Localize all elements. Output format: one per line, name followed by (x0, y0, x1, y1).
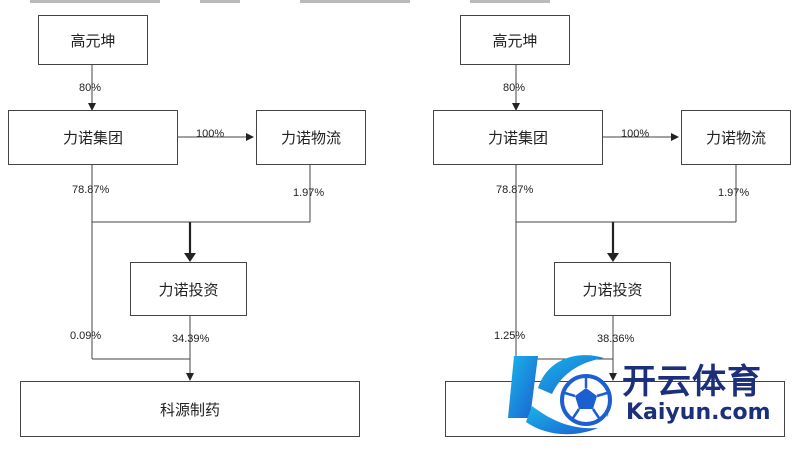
left-box-lino-logistics: 力诺物流 (256, 110, 366, 165)
left-box-gao-yuankun-label: 高元坤 (70, 31, 116, 50)
right-box-lino-investment-label: 力诺投资 (582, 280, 643, 299)
right-box-lino-group-label: 力诺集团 (487, 129, 548, 147)
right-box-lino-logistics-label: 力诺物流 (705, 129, 766, 147)
watermark-kaiyun: 开云体育 Kaiyun.com (508, 348, 794, 444)
right-box-gao-yuankun-label: 高元坤 (492, 31, 538, 50)
left-box-keyuan-pharma: 科源制药 (20, 381, 360, 437)
right-box-lino-group: 力诺集团 (433, 110, 603, 165)
watermark-subtitle: Kaiyun.com (626, 400, 771, 425)
right-box-gao-yuankun: 高元坤 (460, 15, 570, 65)
left-box-lino-logistics-label: 力诺物流 (280, 129, 341, 147)
left-box-lino-investment: 力诺投资 (130, 262, 247, 316)
watermark-title: 开云体育 (622, 362, 762, 402)
left-pct-logistics-down: 1.97% (293, 187, 325, 199)
left-pct-invest-down: 34.39% (172, 333, 210, 345)
right-pct-group-direct: 1.25% (494, 330, 526, 342)
left-box-keyuan-pharma-label: 科源制药 (159, 400, 220, 419)
left-pct-group-down: 78.87% (72, 184, 110, 196)
left-pct-group-direct: 0.09% (70, 330, 102, 342)
left-box-lino-investment-label: 力诺投资 (158, 280, 219, 299)
right-pct-invest-down: 38.36% (597, 333, 635, 345)
left-box-lino-group: 力诺集团 (8, 110, 178, 165)
right-arrowhead-invest (607, 253, 619, 262)
right-pct-top-to-group: 80% (503, 82, 526, 94)
left-box-gao-yuankun: 高元坤 (38, 15, 148, 65)
right-box-lino-investment: 力诺投资 (554, 262, 671, 316)
right-pct-group-down: 78.87% (496, 184, 534, 196)
right-pct-logistics-down: 1.97% (718, 187, 750, 199)
right-pct-group-to-logistics: 100% (621, 128, 650, 140)
left-arrowhead-invest (184, 253, 196, 262)
right-box-lino-logistics: 力诺物流 (681, 110, 791, 165)
left-pct-top-to-group: 80% (79, 82, 102, 94)
kaiyun-logo-icon (508, 355, 612, 435)
left-pct-group-to-logistics: 100% (196, 128, 225, 140)
top-edge-strip (0, 0, 794, 6)
left-box-lino-group-label: 力诺集团 (62, 129, 123, 147)
